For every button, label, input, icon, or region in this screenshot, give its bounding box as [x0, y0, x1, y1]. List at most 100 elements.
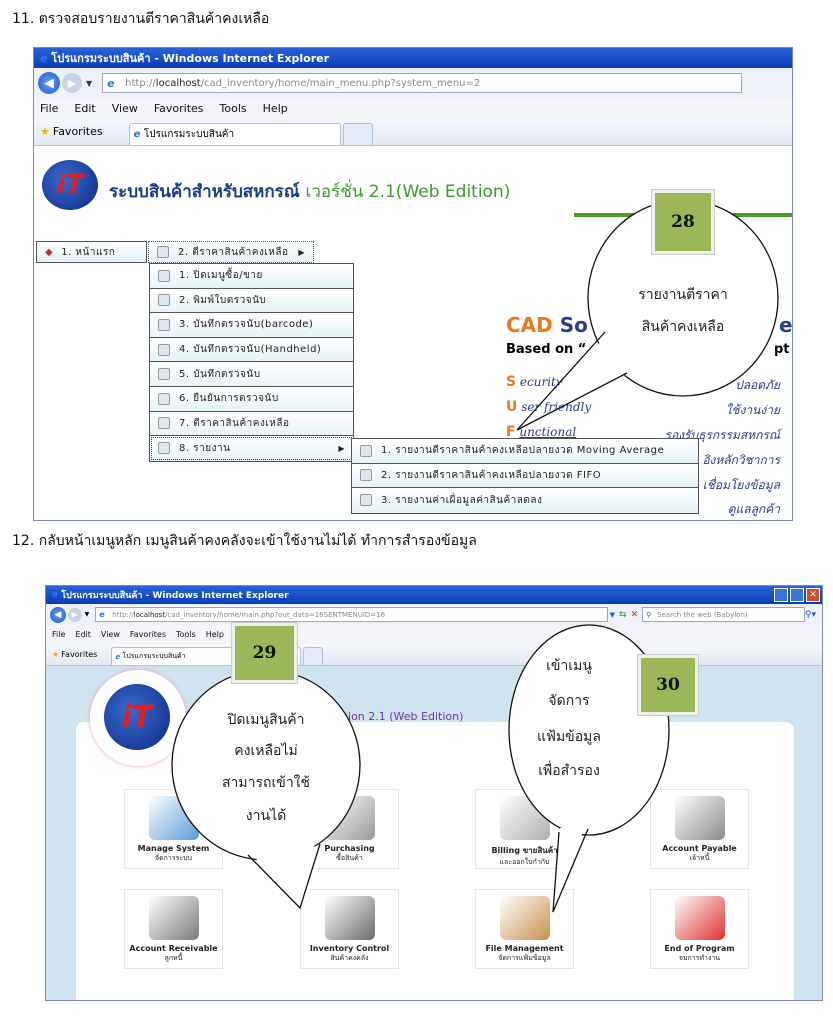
tile-sublabel: สินค้าคงคลัง: [330, 954, 369, 962]
callout-30-bubble: [508, 624, 670, 913]
minimize-button[interactable]: [774, 588, 788, 602]
cad-heading-end: e: [779, 313, 793, 337]
close-button[interactable]: ✕: [806, 588, 820, 602]
menu-view[interactable]: View: [100, 630, 120, 639]
search-button[interactable]: ⚲▾: [804, 609, 817, 620]
menu-view[interactable]: View: [111, 101, 138, 115]
dropdown-item[interactable]: 5. บันทึกตรวจนับ: [150, 362, 353, 387]
item-icon: [158, 417, 170, 430]
submenu-item[interactable]: 3. รายงานค่าเผื่อมูลค่าสินค้าลดลง: [352, 488, 698, 513]
step-11-heading: 11. ตรวจสอบรายงานตีราคาสินค้าคงเหลือ: [12, 11, 270, 27]
cad-heading: CAD So: [506, 313, 588, 337]
banner-title: ระบบสินค้าสำหรับสหกรณ์ เวอร์ชั่น 2.1(Web…: [109, 182, 511, 202]
back-button[interactable]: ◀: [50, 606, 66, 623]
window-title: โปรแกรมระบบสินค้า - Windows Internet Exp…: [51, 52, 330, 65]
favorites-button[interactable]: Favorites: [61, 650, 98, 659]
menu-file[interactable]: File: [52, 630, 66, 639]
window-title: โปรแกรมระบบสินค้า - Windows Internet Exp…: [61, 591, 289, 601]
tile-sublabel: จัดการระบบ: [155, 854, 192, 862]
favorites-star-icon: ★: [52, 650, 60, 659]
forward-button[interactable]: ▶: [67, 607, 82, 622]
item-icon: [158, 343, 170, 356]
dropdown-item[interactable]: 6. ยืนยันการตรวจนับ: [150, 386, 353, 412]
callout-30-text: จัดการ: [548, 693, 590, 709]
tile-icon: [324, 896, 375, 940]
refresh-icon[interactable]: ⇆: [619, 609, 627, 620]
report-icon: [360, 469, 372, 482]
address-dropdown-icon[interactable]: ▼: [609, 610, 616, 619]
submenu-arrow-icon: ▶: [298, 247, 305, 257]
back-button[interactable]: ◀: [38, 72, 60, 94]
tile-label: Inventory Control: [309, 944, 390, 953]
maximize-button[interactable]: [790, 588, 804, 602]
reports-submenu: 1. รายงานตีราคาสินค้าคงเหลือปลายงวด Movi…: [351, 438, 699, 514]
tile-sublabel: เจ้าหนี้: [689, 854, 710, 862]
menu-help[interactable]: Help: [262, 101, 288, 115]
new-tab-button[interactable]: [303, 647, 324, 665]
step-12-heading: 12. กลับหน้าเมนูหลัก เมนูสินค้าคงคลังจะเ…: [12, 533, 477, 549]
menu-edit[interactable]: Edit: [74, 101, 96, 115]
suf-user-friendly: U ser friendly: [506, 399, 592, 415]
page-icon: e: [107, 76, 115, 90]
dropdown-item[interactable]: 1. ปิดเมนูซื้อ/ขาย: [150, 264, 353, 289]
favorites-star-icon: ★: [40, 125, 50, 138]
menu-tools[interactable]: Tools: [219, 101, 247, 115]
new-tab-button[interactable]: [342, 123, 373, 145]
step-badge-30: 30: [638, 655, 698, 715]
ie-tab-icon: e: [115, 652, 123, 661]
submenu-arrow-icon: ▶: [338, 443, 345, 453]
nav-home[interactable]: ◆1. หน้าแรก: [36, 241, 147, 263]
tile-sublabel: จัดการแฟ้มข้อมูล: [498, 954, 551, 962]
home-icon: ◆: [45, 246, 54, 258]
history-dropdown-icon[interactable]: ▼: [84, 611, 90, 618]
menu-edit[interactable]: Edit: [75, 630, 91, 639]
search-icon: ⚲: [646, 610, 652, 619]
report-icon: [360, 444, 372, 457]
menu-tools[interactable]: Tools: [176, 630, 196, 639]
callout-28-text: รายงานตีราคา: [638, 287, 728, 303]
item-icon: [158, 269, 170, 282]
ie-logo-icon: e: [52, 590, 62, 600]
favorites-button[interactable]: Favorites: [52, 125, 103, 138]
browser-tab[interactable]: e โปรแกรมระบบสินค้า: [128, 123, 341, 145]
tile-label: File Management: [485, 944, 564, 953]
based-on-text: Based on “: [506, 342, 587, 357]
menu-help[interactable]: Help: [205, 630, 224, 639]
it-logo: iT: [42, 160, 98, 210]
dropdown-item[interactable]: 2. พิมพ์ใบตรวจนับ: [150, 288, 353, 314]
tile-label: Account Payable: [662, 844, 737, 853]
submenu-item[interactable]: 2. รายงานตีราคาสินค้าคงเหลือปลายงวด FIFO: [352, 463, 698, 489]
tile-sublabel: ลูกหนี้: [164, 954, 183, 962]
dropdown-item[interactable]: 4. บันทึกตรวจนับ(Handheld): [150, 337, 353, 363]
dropdown-item-reports[interactable]: 8. รายงาน▶: [150, 436, 353, 461]
tile-icon: [674, 896, 725, 940]
item-icon: [158, 392, 170, 405]
nav-stock-valuation[interactable]: 2. ตีราคาสินค้าคงเหลือ▶: [148, 241, 314, 263]
tile-label: Account Receivable: [129, 944, 218, 953]
search-input[interactable]: ⚲Search the web (Babylon): [642, 607, 805, 622]
menu-favorites[interactable]: Favorites: [153, 101, 204, 115]
submenu-item[interactable]: 1. รายงานตีราคาสินค้าคงเหลือปลายงวด Movi…: [352, 439, 698, 464]
callout-29-text: งานได้: [245, 808, 287, 824]
page-icon: [157, 246, 169, 258]
based-on-end: pt: [774, 342, 790, 357]
forward-button[interactable]: ▶: [62, 73, 82, 93]
dropdown-item[interactable]: 7. ตีราคาสินค้าคงเหลือ: [150, 411, 353, 437]
tile-sublabel: และออกใบกำกับ: [499, 858, 550, 866]
tile-label: Manage System: [137, 844, 210, 853]
history-dropdown-icon[interactable]: ▼: [86, 78, 93, 88]
suf-right-text: อิงหลักวิชาการ: [702, 453, 780, 467]
menu-file[interactable]: File: [40, 101, 59, 115]
suf-right-text: ดูแลลูกค้า: [727, 502, 780, 516]
callout-29-text: คงเหลือไม่: [234, 743, 298, 759]
menu-favorites[interactable]: Favorites: [129, 630, 167, 639]
dropdown-item[interactable]: 3. บันทึกตรวจนับ(barcode): [150, 313, 353, 338]
stop-icon[interactable]: ✕: [630, 609, 639, 620]
